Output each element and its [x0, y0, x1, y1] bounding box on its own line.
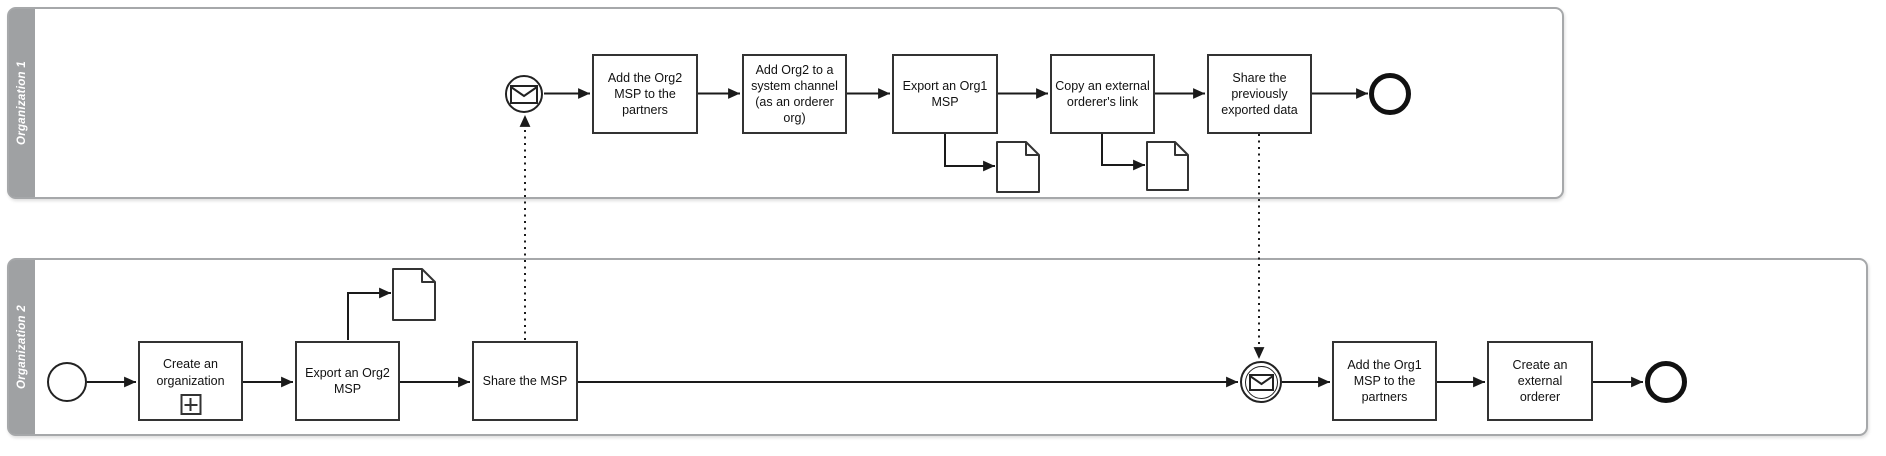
- end-event[interactable]: [1645, 361, 1687, 403]
- message-catch-event[interactable]: [1240, 361, 1282, 403]
- task-label: Share the previously exported data: [1221, 70, 1298, 118]
- association-export-org2-to-document: [347, 287, 391, 340]
- task-add-org2-msp-to-partners[interactable]: Add the Org2 MSP to the partners: [592, 54, 698, 134]
- task-copy-external-orderer-link[interactable]: Copy an external orderer's link: [1050, 54, 1155, 134]
- subprocess-plus-icon[interactable]: [180, 394, 201, 415]
- association-export-org1-to-document: [944, 133, 995, 172]
- document-icon[interactable]: [996, 141, 1040, 193]
- end-event[interactable]: [1369, 73, 1411, 115]
- inner-ring: [1244, 365, 1278, 399]
- task-label: Add Org2 to a system channel (as an orde…: [751, 62, 838, 126]
- association-copy-link-to-document: [1101, 133, 1145, 171]
- task-label: Create an organization: [156, 357, 225, 388]
- task-label: Export an Org2 MSP: [305, 365, 390, 396]
- task-export-org2-msp[interactable]: Export an Org2 MSP: [295, 341, 400, 421]
- task-add-org2-to-system-channel[interactable]: Add Org2 to a system channel (as an orde…: [742, 54, 847, 134]
- task-label: Share the MSP: [482, 373, 568, 388]
- task-create-external-orderer[interactable]: Create an external orderer: [1487, 341, 1593, 421]
- task-label: Export an Org1 MSP: [902, 78, 988, 109]
- lane-band[interactable]: Organization 1: [9, 9, 35, 197]
- start-event[interactable]: [47, 362, 87, 402]
- document-icon[interactable]: [392, 268, 436, 321]
- task-label: Add the Org2 MSP to the partners: [607, 70, 683, 118]
- task-share-the-msp[interactable]: Share the MSP: [472, 341, 578, 421]
- task-export-org1-msp[interactable]: Export an Org1 MSP: [892, 54, 998, 134]
- lane-band[interactable]: Organization 2: [9, 260, 35, 434]
- task-label: Copy an external orderer's link: [1055, 78, 1150, 109]
- message-start-event[interactable]: [505, 75, 543, 113]
- envelope-icon: [510, 84, 538, 104]
- task-label: Add the Org1 MSP to the partners: [1347, 357, 1422, 405]
- document-icon[interactable]: [1146, 141, 1189, 191]
- task-create-an-organization[interactable]: Create an organization: [138, 341, 243, 421]
- task-label: Create an external orderer: [1512, 357, 1568, 405]
- task-add-org1-msp-to-partners[interactable]: Add the Org1 MSP to the partners: [1332, 341, 1437, 421]
- task-share-previously-exported-data[interactable]: Share the previously exported data: [1207, 54, 1312, 134]
